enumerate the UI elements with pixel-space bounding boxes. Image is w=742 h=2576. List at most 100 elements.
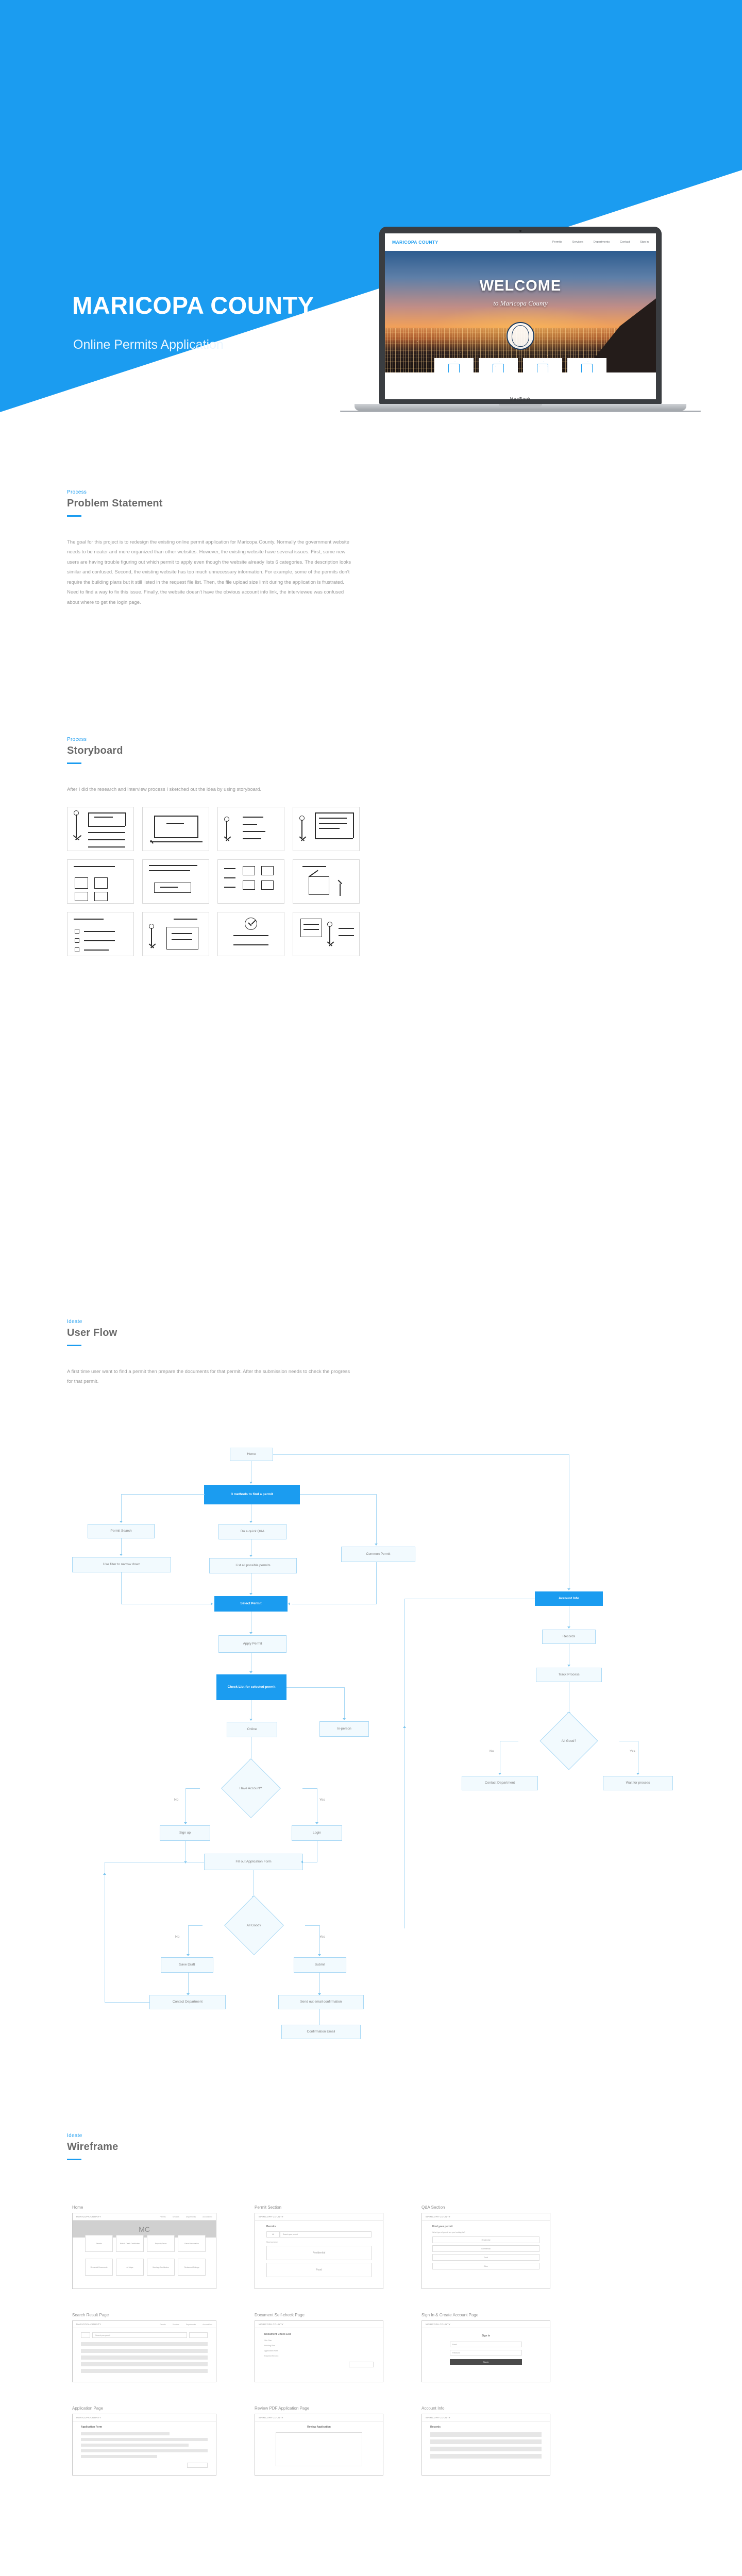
- wireframe-signin: Sign In & Create Account Page MARICOPA C…: [421, 2313, 550, 2382]
- wf-tile[interactable]: Permits: [85, 2235, 113, 2252]
- user-flow-body: A first time user want to find a permit …: [67, 1369, 350, 1385]
- flow-node-common-permit: Common Permit: [341, 1547, 415, 1562]
- flow-label-yes-allgood-1: Yes: [319, 1935, 325, 1939]
- flow-node-contact-department-1: Contact Department: [149, 1995, 226, 2009]
- page-title: MARICOPA COUNTY: [72, 292, 314, 319]
- wf-nav-permits[interactable]: Permits: [160, 2215, 166, 2218]
- storyboard-frame-5: [67, 859, 134, 904]
- wf-logo: MARICOPA COUNTY: [426, 2416, 451, 2419]
- wf-search-input[interactable]: Search your permit: [92, 2332, 187, 2338]
- flow-node-save-draft: Save Draft: [161, 1957, 213, 1973]
- wf-submit-button[interactable]: [187, 2463, 208, 2468]
- section-rule: [67, 2159, 81, 2160]
- wf-nav-account[interactable]: Account Info: [203, 2215, 212, 2218]
- storyboard-frame-11: [217, 912, 284, 957]
- wireframe-application: Application Page MARICOPA COUNTY Applica…: [72, 2406, 216, 2476]
- nav-services[interactable]: Services: [572, 241, 583, 244]
- wf-nav-services[interactable]: Services: [172, 2323, 179, 2326]
- wf-option[interactable]: Food: [432, 2254, 539, 2261]
- nav-signin[interactable]: Sign in: [640, 241, 649, 244]
- flow-label-yes-allgood-2: Yes: [630, 1750, 635, 1753]
- page-subtitle: Online Permits Application: [73, 337, 224, 352]
- hero-banner: MARICOPA COUNTY Online Permits Applicati…: [0, 0, 742, 412]
- wf-option[interactable]: Commercial: [432, 2245, 539, 2252]
- wf-check-item[interactable]: Application Form: [264, 2350, 278, 2352]
- wf-tile[interactable]: Marriage Certificates: [147, 2259, 175, 2276]
- flow-label-no-allgood-2: No: [490, 1750, 494, 1753]
- laptop-lid: MARICOPA COUNTY Permits Services Departm…: [379, 227, 662, 404]
- wf-option[interactable]: Residential: [432, 2236, 539, 2243]
- tile-services[interactable]: [479, 358, 518, 372]
- flow-node-permit-search: Permit Search: [88, 1524, 155, 1538]
- wf-pdf-preview: [276, 2432, 362, 2466]
- flow-node-3-methods: 3 methods to find a permit: [204, 1485, 300, 1504]
- wf-nav-account[interactable]: Account Info: [203, 2323, 212, 2326]
- wf-tile[interactable]: Residential: [266, 2246, 372, 2260]
- wf-filter-all[interactable]: All: [266, 2231, 280, 2238]
- wf-check-item[interactable]: Building Plan: [264, 2345, 275, 2347]
- flow-label-yes-account: Yes: [319, 1798, 325, 1802]
- section-rule: [67, 762, 81, 764]
- storyboard-row-3: [67, 912, 742, 957]
- flow-node-contact-department-2: Contact Department: [462, 1776, 538, 1790]
- location-icon: [581, 364, 593, 372]
- wf-check-item[interactable]: Payment Receipt: [264, 2355, 279, 2357]
- nav-departments[interactable]: Departments: [593, 241, 610, 244]
- flow-node-sign-up: Sign up: [160, 1825, 210, 1841]
- document-icon: [493, 364, 504, 372]
- wireframe-doc-selfcheck: Document Self-check Page MARICOPA COUNTY…: [255, 2313, 383, 2382]
- storyboard-frame-10: [142, 912, 209, 957]
- nav-contact[interactable]: Contact: [620, 241, 630, 244]
- wf-nav-permits[interactable]: Permits: [160, 2323, 166, 2326]
- wf-search-button[interactable]: [189, 2332, 208, 2338]
- wf-search-input[interactable]: Search your permit: [280, 2231, 372, 2238]
- flow-node-all-good-2: All Good?: [539, 1711, 598, 1770]
- wf-tile[interactable]: Birth & Death Certificates: [116, 2235, 144, 2252]
- wf-question: What type of permit are you looking for?: [432, 2231, 465, 2233]
- wireframe-caption: Home: [72, 2205, 83, 2210]
- wf-tile[interactable]: Food: [266, 2263, 372, 2277]
- wireframe-caption: Review PDF Application Page: [255, 2406, 310, 2411]
- flow-node-in-person: In-person: [319, 1721, 369, 1737]
- section-eyebrow: Ideate: [67, 1319, 82, 1325]
- wf-nav-departments[interactable]: Departments: [185, 2323, 196, 2326]
- flow-label-no-account: No: [174, 1798, 179, 1802]
- wf-tile[interactable]: Recorded Documents: [85, 2259, 113, 2276]
- wireframe-caption: Search Result Page: [72, 2313, 109, 2317]
- wf-logo: MARICOPA COUNTY: [259, 2323, 284, 2326]
- flow-node-records: Records: [542, 1630, 596, 1644]
- section-storyboard: Process Storyboard After I did the resea…: [0, 737, 742, 957]
- storyboard-frame-3: [217, 807, 284, 852]
- wf-password-field[interactable]: Password: [450, 2350, 522, 2355]
- wireframe-caption: Account Info: [421, 2406, 445, 2411]
- flow-node-use-filter: Use filter to narrow down: [72, 1557, 171, 1572]
- storyboard-row-1: [67, 807, 742, 852]
- wf-logo: MARICOPA COUNTY: [259, 2416, 284, 2419]
- wf-option[interactable]: Other: [432, 2263, 539, 2269]
- wf-check-item[interactable]: Site Plan: [264, 2340, 272, 2342]
- wf-nav-services[interactable]: Services: [172, 2215, 179, 2218]
- wf-tile[interactable]: Restaurant Ratings: [178, 2259, 206, 2276]
- flow-node-select-permit: Select Permit: [214, 1596, 288, 1612]
- wf-email-field[interactable]: Email: [450, 2342, 522, 2347]
- storyboard-frame-2: [142, 807, 209, 852]
- wf-signin-button[interactable]: Sign in: [450, 2359, 522, 2365]
- wf-filter-toggle[interactable]: [81, 2332, 90, 2338]
- section-title: Wireframe: [67, 2141, 119, 2153]
- tile-contact[interactable]: [567, 358, 606, 372]
- flow-node-email-confirmation: Send out email confirmation: [278, 1995, 364, 2009]
- wf-tile[interactable]: All Maps: [116, 2259, 144, 2276]
- tile-departments[interactable]: [523, 358, 562, 372]
- storyboard-grid: [67, 807, 742, 957]
- wf-next-button[interactable]: [349, 2362, 374, 2367]
- wf-tile[interactable]: Parcel Information: [178, 2235, 206, 2252]
- wireframe-qa-section: Q&A Section MARICOPA COUNTY Find your pe…: [421, 2205, 550, 2289]
- tile-permits[interactable]: [434, 358, 474, 372]
- wf-tile[interactable]: Property Taxes: [147, 2235, 175, 2252]
- wireframe-caption: Permit Section: [255, 2205, 282, 2210]
- flow-node-have-account: Have Account?: [221, 1758, 281, 1818]
- wf-nav-departments[interactable]: Departments: [185, 2215, 196, 2218]
- nav-permits[interactable]: Permits: [552, 241, 562, 244]
- flow-node-qa: Do a quick Q&A: [218, 1524, 286, 1539]
- flow-node-track-process: Track Process: [536, 1668, 602, 1682]
